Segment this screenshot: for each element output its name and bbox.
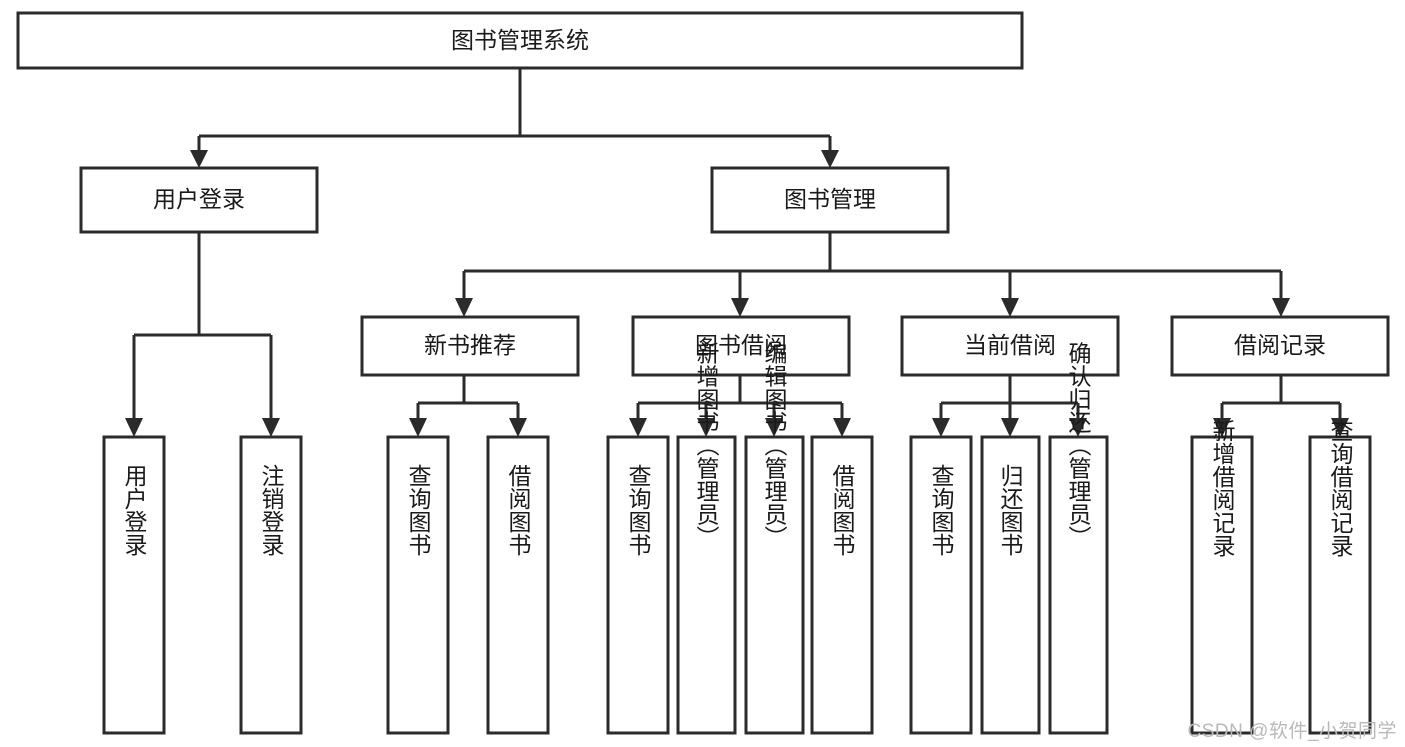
node-book-manage-label: 图书管理 <box>784 186 876 212</box>
node-book-manage[interactable]: 图书管理 <box>710 166 950 234</box>
node-leaf-current-borrow-2[interactable]: 确认归还（管理员） <box>1048 342 1109 735</box>
node-leaf-borrow-record-0[interactable]: 新增借阅记录 <box>1190 419 1254 735</box>
edge-new-book-to-leaf-0 <box>409 403 427 437</box>
edge-book-manage-to-child-2 <box>1001 271 1019 317</box>
edge-book-manage-to-child-3 <box>1272 271 1290 317</box>
node-leaf-book-borrow-2-label: 编辑图书（管理员） <box>761 342 788 549</box>
node-leaf-user-login-1[interactable]: 注销登录 <box>239 435 303 735</box>
node-leaf-new-book-0[interactable]: 查询图书 <box>386 435 450 735</box>
node-current-borrow[interactable]: 当前借阅 <box>900 315 1120 377</box>
node-leaf-current-borrow-0-label: 查询图书 <box>928 464 955 556</box>
edge-borrow-record-to-leaf-1 <box>1331 403 1349 437</box>
node-leaf-current-borrow-1-label: 归还图书 <box>997 464 1024 556</box>
edge-current-borrow-to-leaf-1 <box>1001 403 1019 437</box>
node-leaf-book-borrow-1[interactable]: 新增图书（管理员） <box>676 342 737 735</box>
edge-book-borrow-to-leaf-1 <box>697 403 715 437</box>
edge-new-book-stem <box>418 375 518 405</box>
node-new-book-recommend[interactable]: 新书推荐 <box>360 315 580 377</box>
node-leaf-book-borrow-3[interactable]: 借阅图书 <box>810 435 874 735</box>
edge-current-borrow-to-leaf-2 <box>1069 403 1087 437</box>
edge-root-to-book-manage <box>821 136 839 168</box>
node-book-borrow-label: 图书借阅 <box>695 332 787 358</box>
node-leaf-borrow-record-0-label: 新增借阅记录 <box>1209 419 1236 557</box>
edge-book-borrow-to-leaf-3 <box>833 403 851 437</box>
node-leaf-current-borrow-1[interactable]: 归还图书 <box>980 435 1041 735</box>
node-leaf-book-borrow-3-label: 借阅图书 <box>829 464 856 556</box>
edge-book-borrow-to-leaf-0 <box>629 403 647 437</box>
edge-user-login-stem <box>134 232 271 337</box>
node-leaf-book-borrow-0-label: 查询图书 <box>625 464 652 556</box>
node-leaf-new-book-1-label: 借阅图书 <box>505 464 532 556</box>
node-borrow-record-label: 借阅记录 <box>1234 332 1326 358</box>
edge-root-to-user-login <box>190 136 208 168</box>
node-leaf-borrow-record-1[interactable]: 查询借阅记录 <box>1308 419 1372 735</box>
node-root-system[interactable]: 图书管理系统 <box>16 11 1024 70</box>
node-leaf-book-borrow-1-label: 新增图书（管理员） <box>693 342 720 549</box>
edge-current-borrow-to-leaf-0 <box>932 403 950 437</box>
node-leaf-current-borrow-0[interactable]: 查询图书 <box>909 435 973 735</box>
node-borrow-record[interactable]: 借阅记录 <box>1170 315 1390 377</box>
node-leaf-book-borrow-2[interactable]: 编辑图书（管理员） <box>744 342 805 735</box>
edge-book-manage-to-child-1 <box>731 271 749 317</box>
node-user-login-label: 用户登录 <box>153 186 245 212</box>
edge-current-borrow-stem <box>941 375 1078 405</box>
edge-new-book-to-leaf-1 <box>509 403 527 437</box>
node-leaf-book-borrow-0[interactable]: 查询图书 <box>606 435 670 735</box>
edge-book-borrow-to-leaf-2 <box>765 403 783 437</box>
edge-user-login-to-leaf-0 <box>125 335 143 437</box>
node-leaf-new-book-1[interactable]: 借阅图书 <box>486 435 550 735</box>
node-leaf-current-borrow-2-label: 确认归还（管理员） <box>1065 342 1092 549</box>
edge-book-manage-to-child-0 <box>455 271 473 317</box>
node-current-borrow-label: 当前借阅 <box>964 332 1056 358</box>
node-leaf-new-book-0-label: 查询图书 <box>405 464 432 556</box>
edge-borrow-record-stem <box>1222 375 1340 405</box>
node-root-label: 图书管理系统 <box>451 27 589 53</box>
edge-user-login-to-leaf-1 <box>262 335 280 437</box>
edge-book-manage-stem <box>464 232 1281 273</box>
node-new-book-recommend-label: 新书推荐 <box>424 332 516 358</box>
node-user-login[interactable]: 用户登录 <box>79 166 319 234</box>
node-book-borrow[interactable]: 图书借阅 <box>631 315 851 377</box>
node-leaf-user-login-0-label: 用户登录 <box>121 464 148 556</box>
node-leaf-borrow-record-1-label: 查询借阅记录 <box>1327 419 1354 557</box>
node-leaf-user-login-1-label: 注销登录 <box>258 464 285 556</box>
edge-book-borrow-stem <box>638 375 842 405</box>
edge-borrow-record-to-leaf-0 <box>1213 403 1231 437</box>
node-leaf-user-login-0[interactable]: 用户登录 <box>102 435 166 735</box>
